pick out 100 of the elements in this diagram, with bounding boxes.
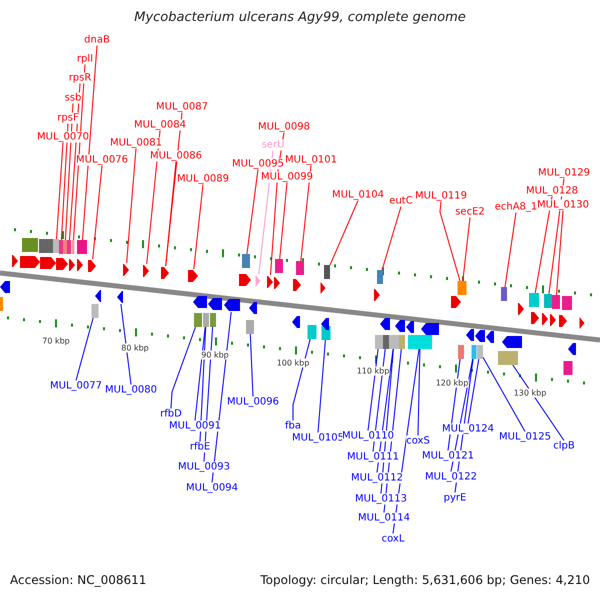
leader-line (64, 103, 74, 240)
gene-label: MUL_0130 (537, 200, 589, 210)
gene-label: rpsF (57, 112, 79, 124)
gene-label: ssb (64, 92, 82, 104)
forward-gene-glyph (256, 275, 260, 287)
reverse-gene-glyph (249, 302, 257, 314)
gene-block (564, 361, 572, 375)
gene-label: pyrE (444, 492, 466, 504)
reverse-gene-glyph (466, 329, 474, 341)
leader-line (69, 83, 80, 240)
leader-line (534, 196, 552, 294)
gene-block (67, 240, 71, 254)
leader-line (440, 201, 460, 282)
leader-line (194, 326, 206, 421)
gene-label: secE2 (455, 206, 485, 218)
gene-block (389, 335, 399, 349)
forward-gene-glyph (550, 314, 556, 326)
gene-label: MUL_0094 (186, 482, 238, 494)
gene-block (246, 320, 254, 334)
leader-line (482, 356, 526, 432)
reverse-gene-glyph (0, 281, 10, 293)
scale-label: 130 kbp (514, 388, 546, 398)
gene-label: MUL_0101 (285, 154, 337, 166)
gene-block (375, 335, 383, 349)
forward-gene-glyph (274, 277, 280, 289)
leader-line (279, 182, 288, 260)
gene-block (275, 259, 283, 273)
forward-gene-glyph (20, 256, 40, 268)
forward-gene-glyph (531, 312, 539, 324)
gene-label: MUL_0076 (76, 154, 128, 166)
gene-block (408, 335, 432, 349)
gene-block (210, 313, 216, 327)
gene-label: MUL_0110 (342, 430, 394, 442)
gene-block (296, 261, 304, 275)
gene-label: MUL_0124 (442, 424, 494, 434)
gene-block (308, 325, 316, 339)
forward-gene-glyph (320, 282, 326, 294)
gene-label: MUL_0099 (261, 172, 313, 182)
diagram-title: Mycobacterium ulcerans Agy99, complete genome (133, 10, 467, 25)
gene-block (59, 240, 63, 254)
gene-label: MUL_0070 (37, 132, 89, 142)
leader-line (330, 200, 358, 266)
gene-block (203, 313, 209, 327)
gene-block (458, 281, 466, 295)
leader-line (193, 184, 204, 270)
gene-label: MUL_0084 (134, 120, 186, 130)
gene-label: MUL_0087 (156, 102, 208, 112)
gene-label: MUL_0104 (332, 190, 384, 200)
scale-label: 120 kbp (436, 378, 468, 388)
gene-label: echA8_1 (494, 202, 538, 212)
gene-label: MUL_0080 (105, 384, 157, 396)
gene-block (529, 293, 539, 307)
footer-text: Accession: NC_008611 (10, 573, 146, 587)
forward-gene-glyph (293, 279, 301, 291)
gene-block (377, 270, 383, 284)
leader-line (246, 169, 258, 254)
gene-label: MUL_0089 (177, 174, 229, 184)
forward-gene-glyph (580, 317, 584, 329)
gene-block (22, 238, 38, 252)
gene-block (242, 254, 250, 268)
forward-gene-glyph (239, 274, 251, 286)
gene-block (562, 296, 572, 310)
gene-label: MUL_0128 (526, 186, 578, 196)
reverse-gene-glyph (406, 321, 414, 333)
scale-label: 100 kbp (276, 358, 310, 368)
gene-block (552, 295, 560, 309)
forward-gene-glyph (374, 289, 380, 301)
reverse-gene-glyph (486, 331, 494, 343)
leader-line (368, 348, 379, 431)
gene-label: MUL_0122 (425, 472, 477, 482)
forward-gene-glyph (77, 259, 83, 271)
forward-gene-glyph (559, 315, 567, 327)
reverse-gene-glyph (292, 316, 300, 328)
reverse-gene-glyph (502, 336, 522, 348)
forward-gene-glyph (40, 257, 56, 269)
forward-gene-glyph (123, 264, 129, 276)
reverse-gene-glyph (208, 298, 222, 310)
gene-label: MUL_0121 (422, 450, 474, 462)
leader-line (170, 326, 196, 409)
gene-label: rfbE (190, 442, 210, 452)
gene-block (77, 240, 87, 254)
gene-block (501, 287, 507, 301)
gene-label: MUL_0086 (150, 150, 202, 162)
gene-label: MUL_0112 (351, 472, 403, 484)
reverse-gene-glyph (117, 291, 123, 303)
gene-label: MUL_0091 (169, 420, 221, 432)
reverse-gene-glyph (321, 318, 329, 330)
forward-gene-glyph (161, 267, 169, 279)
leader-line (73, 64, 86, 240)
reverse-gene-glyph (421, 323, 439, 335)
scale-label: 90 kbp (201, 350, 229, 360)
gene-label: serU (262, 140, 284, 150)
leader-line (292, 338, 311, 421)
gene-label: MUL_0114 (358, 512, 410, 524)
gene-label: dnaB (84, 34, 110, 46)
gene-label: clpB (553, 440, 575, 452)
leader-line (92, 165, 102, 260)
forward-gene-glyph (542, 313, 548, 325)
leader-line (382, 206, 402, 270)
leader-line (56, 142, 64, 240)
